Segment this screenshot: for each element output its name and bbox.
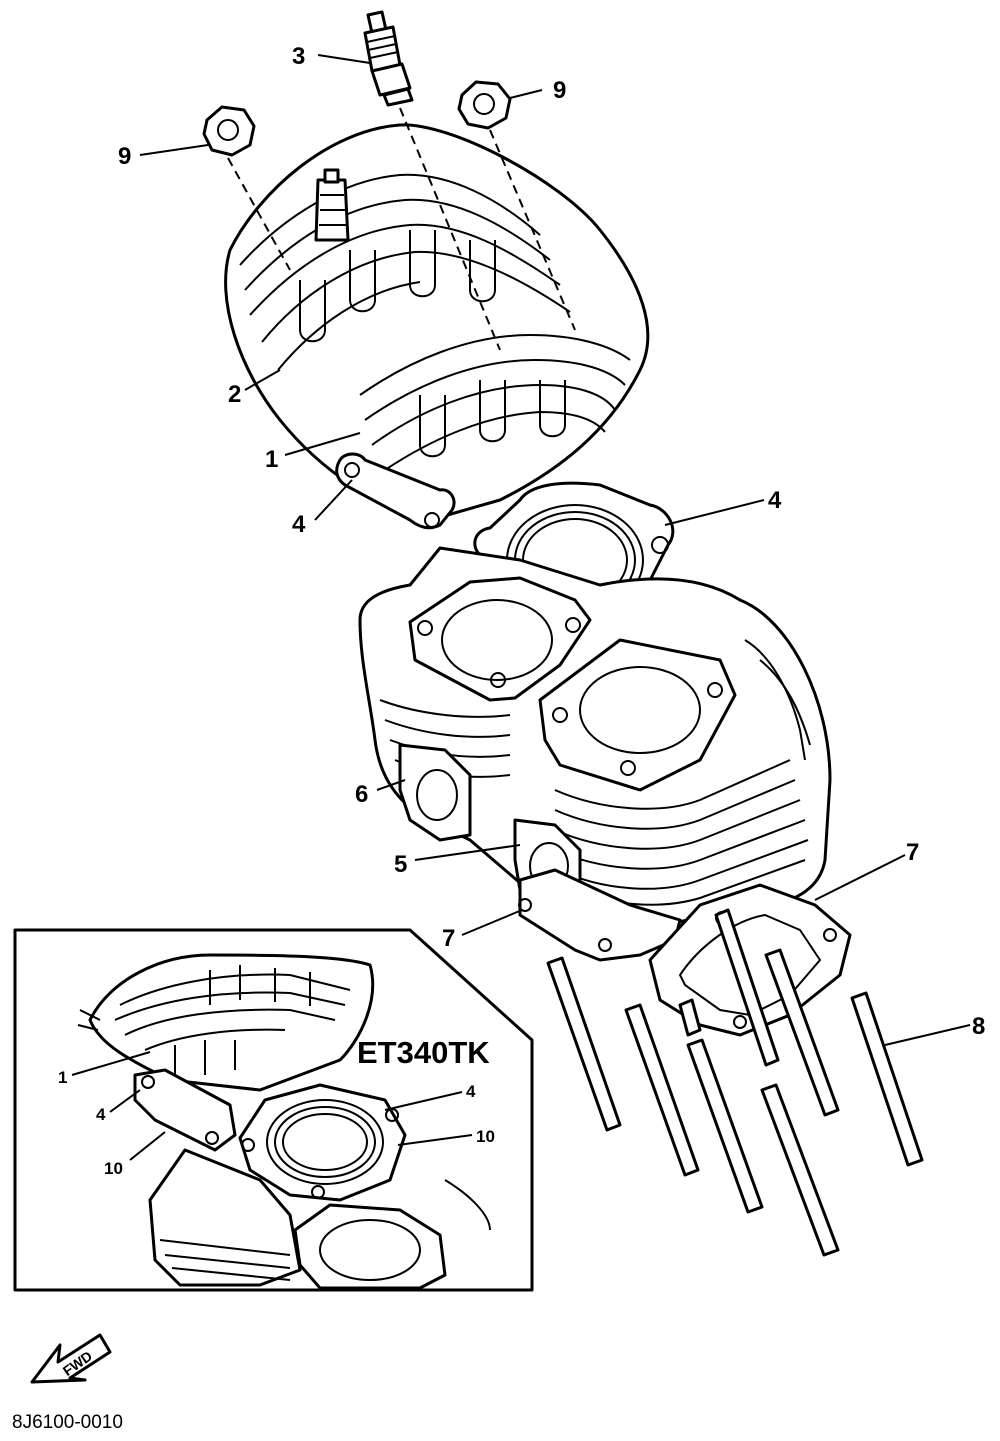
callout-7-right: 7 — [906, 839, 919, 866]
inset-title: ET340TK — [357, 1035, 490, 1070]
stud-bolts — [546, 908, 924, 1257]
fwd-arrow-icon: FWD — [30, 1333, 112, 1384]
callout-6: 6 — [355, 781, 368, 808]
cylinder-head — [224, 123, 650, 530]
inset-callout-4-right: 4 — [466, 1082, 476, 1101]
inset-panel — [13, 928, 534, 1292]
callout-8: 8 — [972, 1013, 985, 1040]
callout-1: 1 — [265, 446, 278, 473]
drawing-code: 8J6100-0010 — [12, 1412, 123, 1433]
nut-right — [457, 80, 512, 130]
callout-2: 2 — [228, 381, 241, 408]
nut-left — [202, 105, 256, 157]
base-gasket-left — [518, 868, 682, 962]
spark-plug — [363, 10, 414, 107]
inset-callout-1: 1 — [58, 1068, 67, 1087]
callout-4-head: 4 — [292, 511, 306, 538]
inset-callout-10-left: 10 — [104, 1159, 123, 1178]
callout-5: 5 — [394, 851, 407, 878]
callout-9-left: 9 — [118, 143, 131, 170]
inset-callout-4-left: 4 — [96, 1105, 106, 1124]
leader-lines — [139, 54, 971, 1046]
callout-7-left: 7 — [442, 925, 455, 952]
callout-4-gasket: 4 — [768, 487, 782, 514]
callout-9-right: 9 — [553, 77, 566, 104]
cylinder-block — [358, 546, 832, 933]
callout-3: 3 — [292, 43, 305, 70]
inset-callout-10-right: 10 — [476, 1127, 495, 1146]
